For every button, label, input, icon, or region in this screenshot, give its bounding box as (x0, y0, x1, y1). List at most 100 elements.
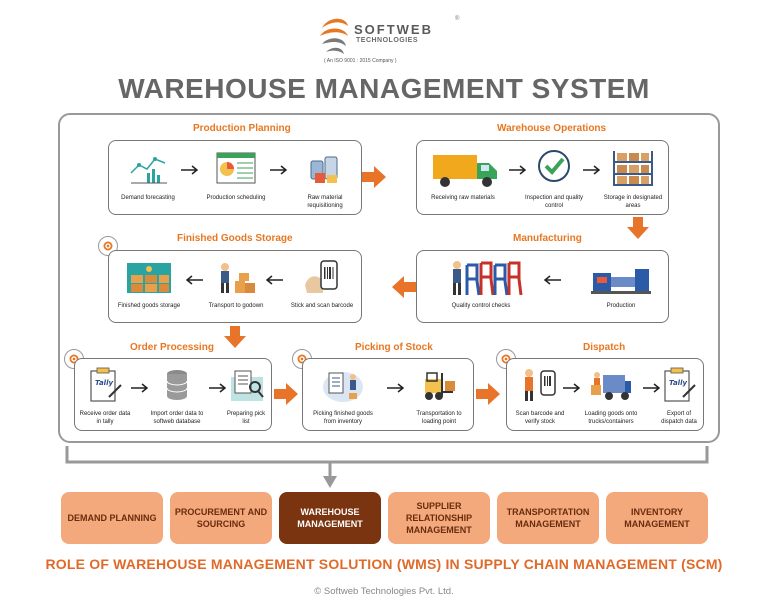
step-label: Scan barcode and verify stock (515, 411, 565, 425)
arrow-right-icon (131, 383, 149, 393)
section-title-finished-goods-storage: Finished Goods Storage (177, 233, 293, 244)
logo-subtitle: TECHNOLOGIES (356, 37, 419, 44)
production-planning-box: Demand forecasting Production scheduling… (108, 140, 362, 215)
loading-truck-icon (591, 372, 631, 400)
step-storage-designated-areas: Storage in designated areas (601, 147, 665, 211)
scm-tile-demand-planning: DEMAND PLANNING (61, 492, 163, 544)
step-label: Preparing pick list (226, 411, 266, 425)
finished-goods-storage-box: Finished goods storage Transport to godo… (108, 250, 362, 323)
step-label: Transport to godown (208, 303, 264, 309)
picking-of-stock-box: Picking finished goods from inventory Tr… (302, 358, 474, 431)
step-finished-goods-storage: Finished goods storage (115, 257, 183, 319)
database-icon (166, 370, 188, 400)
raw-material-icon (310, 156, 338, 183)
barcode-scan-icon (305, 260, 338, 293)
arrow-left-icon (265, 275, 283, 285)
pick-list-icon (231, 370, 264, 401)
step-quality-control-checks: Quality control checks (425, 257, 537, 319)
step-label: Loading goods onto trucks/containers (584, 411, 638, 425)
arrow-right-icon (643, 383, 661, 393)
section-title-production-planning: Production Planning (193, 123, 291, 134)
step-label: Production (606, 303, 636, 309)
flow-arrow-right-icon (362, 166, 386, 188)
step-receiving-raw-materials: Receiving raw materials (423, 147, 503, 211)
scm-tile-supplier-relationship: SUPPLIER RELATIONSHIP MANAGEMENT (388, 492, 490, 544)
arrow-right-icon (181, 165, 199, 175)
step-label: Transportation to loading point (416, 411, 462, 425)
arrow-right-icon (583, 165, 601, 175)
scm-tile-transportation: TRANSPORTATION MANAGEMENT (497, 492, 599, 544)
storage-room-icon (127, 263, 171, 293)
machine-icon (591, 269, 651, 294)
step-loading-goods: Loading goods onto trucks/containers (577, 365, 645, 427)
step-stick-scan-barcode: Stick and scan barcode (287, 257, 357, 319)
step-scan-barcode-verify: Scan barcode and verify stock (511, 365, 569, 427)
step-label: Production scheduling (206, 195, 266, 201)
flow-arrow-right-icon (274, 383, 298, 405)
order-processing-box: Tally Receive order data in tally Import… (74, 358, 272, 431)
page-title: WAREHOUSE MANAGEMENT SYSTEM (118, 73, 650, 104)
tally-text: Tally (669, 379, 687, 387)
flow-arrow-down-icon (627, 217, 649, 239)
tally-clipboard-icon: Tally (90, 367, 122, 402)
step-export-dispatch-data: Tally Export of dispatch data (655, 365, 703, 427)
step-demand-forecasting: Demand forecasting (117, 147, 179, 211)
step-label: Demand forecasting (121, 195, 175, 201)
flow-arrow-right-icon (476, 383, 500, 405)
logo-swirl-icon (320, 18, 348, 54)
section-title-warehouse-operations: Warehouse Operations (497, 123, 607, 134)
dispatch-box: Scan barcode and verify stock Loading go… (506, 358, 704, 431)
logo-name: SOFTWEB (354, 22, 433, 37)
step-label: Receiving raw materials (431, 195, 495, 201)
worker-chairs-icon (453, 261, 523, 296)
step-label: Raw material requisitioning (307, 195, 343, 209)
logo-registered-mark: ® (455, 16, 460, 22)
section-title-picking-of-stock: Picking of Stock (355, 342, 433, 353)
arrow-right-icon (209, 383, 227, 393)
picking-worker-icon (323, 372, 363, 402)
tally-clipboard-icon: Tally (664, 367, 696, 402)
tally-text: Tally (95, 379, 113, 387)
step-label: Storage in designated areas (603, 195, 663, 209)
worker-boxes-icon (221, 263, 255, 293)
softweb-logo: SOFTWEB TECHNOLOGIES ( An ISO 9001 : 201… (318, 10, 468, 66)
step-label: Receive order data in tally (79, 411, 131, 425)
step-production: Production (579, 257, 663, 319)
step-inspection-quality-control: Inspection and quality control (523, 147, 585, 211)
connector-bracket (65, 446, 709, 488)
scm-tile-inventory: INVENTORY MANAGEMENT (606, 492, 708, 544)
arrow-right-icon (270, 165, 288, 175)
step-label: Export of dispatch data (661, 411, 697, 425)
warehouse-operations-box: Receiving raw materials Inspection and q… (416, 140, 669, 215)
step-label: Picking finished goods from inventory (313, 411, 373, 425)
scan-worker-icon (525, 369, 556, 401)
arrow-left-icon (543, 275, 561, 285)
wms-frame (58, 113, 720, 443)
truck-icon (433, 155, 497, 187)
step-receive-order-tally: Tally Receive order data in tally (79, 365, 131, 427)
flow-arrow-down-icon (224, 326, 246, 348)
copyright: © Softweb Technologies Pvt. Ltd. (314, 586, 454, 597)
bottom-title: ROLE OF WAREHOUSE MANAGEMENT SOLUTION (W… (45, 556, 723, 572)
step-label: Inspection and quality control (524, 195, 584, 209)
arrow-left-icon (185, 275, 203, 285)
step-label: Quality control checks (451, 303, 511, 309)
step-raw-material-requisitioning: Raw material requisitioning (293, 147, 357, 211)
section-title-dispatch: Dispatch (583, 342, 626, 353)
step-transportation-loading-point: Transportation to loading point (407, 365, 471, 427)
manufacturing-box: Quality control checks Production (416, 250, 669, 323)
step-production-scheduling: Production scheduling (205, 147, 267, 211)
step-label: Stick and scan barcode (290, 303, 354, 309)
section-title-manufacturing: Manufacturing (513, 233, 582, 244)
step-label: Finished goods storage (117, 303, 181, 309)
schedule-sheet-icon (216, 152, 256, 184)
scm-tile-procurement-sourcing: PROCUREMENT AND SOURCING (170, 492, 272, 544)
check-badge-icon (538, 150, 570, 182)
step-import-order-data: Import order data to softweb database (145, 365, 209, 427)
scm-tile-warehouse-management: WAREHOUSE MANAGEMENT (279, 492, 381, 544)
step-transport-to-godown: Transport to godown (205, 257, 267, 319)
step-label: Import order data to softweb database (150, 411, 204, 425)
forklift-icon (425, 372, 455, 400)
arrow-right-icon (563, 383, 581, 393)
flow-arrow-left-icon (392, 276, 416, 298)
